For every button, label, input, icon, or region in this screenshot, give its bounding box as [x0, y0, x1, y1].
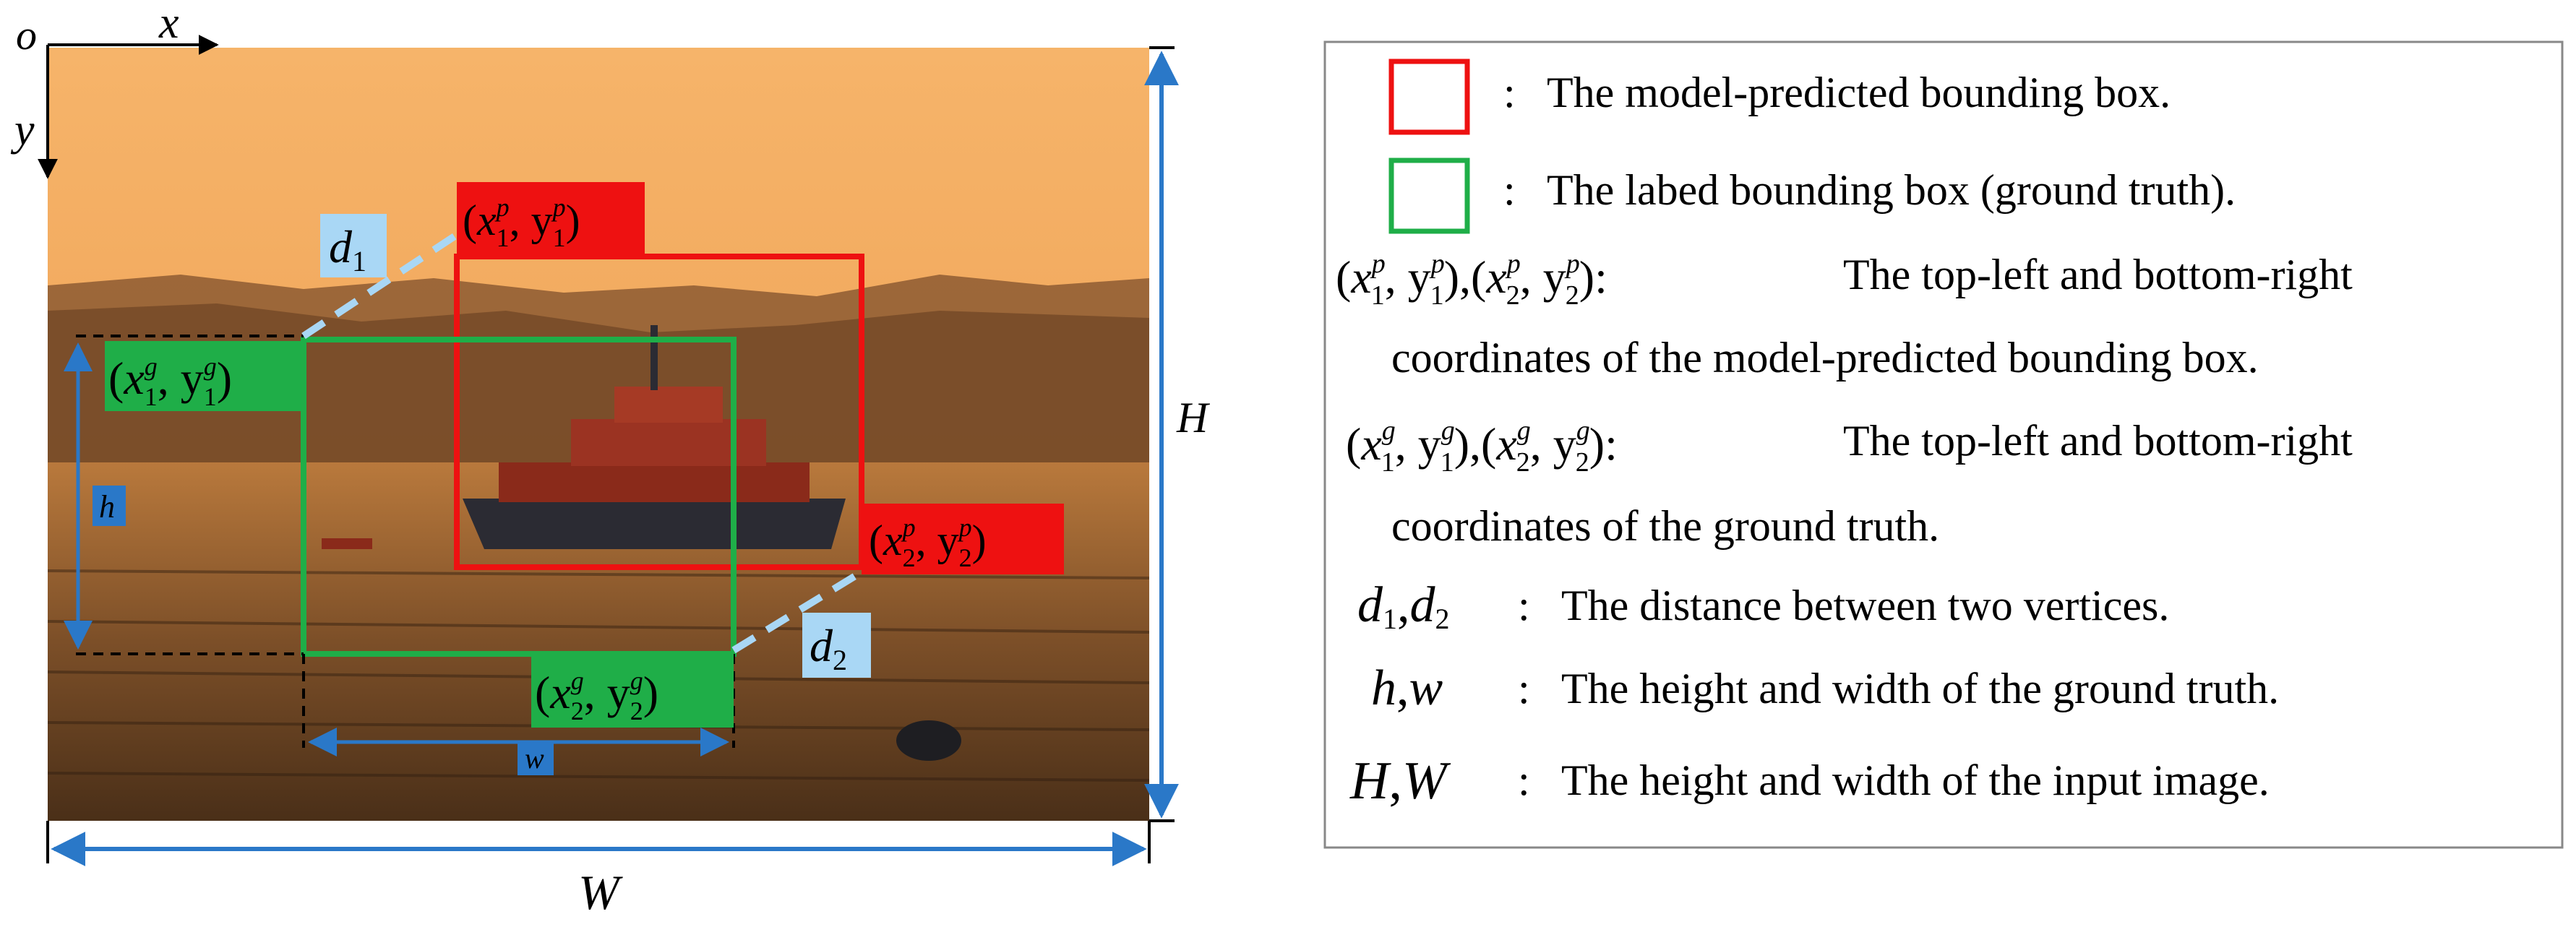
legend-HW-text: The height and width of the input image.: [1561, 756, 2270, 804]
gt-height-badge: [93, 486, 126, 526]
image-height-label: H: [1176, 394, 1211, 441]
x-axis-label: x: [158, 0, 179, 48]
coordinate-axes: o x y: [10, 0, 219, 179]
gt-width-badge: [518, 742, 554, 775]
gt-width-label: w: [525, 742, 544, 775]
d1-badge: [320, 214, 387, 277]
small-boat-icon: [322, 538, 372, 549]
legend-d-text: The distance between two vertices.: [1561, 582, 2169, 629]
legend-coords-p-text: The top-left and bottom-right: [1843, 251, 2353, 298]
legend-gt-colon: :: [1503, 166, 1516, 214]
d1-label: d1: [329, 221, 366, 277]
legend-coords-p-text2: coordinates of the model-predicted bound…: [1391, 334, 2259, 381]
legend-gt-swatch: [1388, 158, 1470, 234]
y-axis-label: y: [10, 105, 35, 155]
legend-hw-text: The height and width of the ground truth…: [1561, 665, 2279, 712]
legend-border: [1323, 40, 2564, 849]
origin-label: o: [16, 12, 37, 59]
svg-text:(xp2, yp2): (xp2, yp2): [869, 513, 987, 572]
legend-panel: : The model-predicted bounding box. : Th…: [1323, 40, 2564, 849]
legend-gt-text: The labed bounding box (ground truth).: [1547, 166, 2236, 214]
legend-hw-symbol: h,w: [1371, 660, 1443, 716]
legend-d-symbol: d1,d2: [1357, 577, 1450, 635]
legend-predicted-text: The model-predicted bounding box.: [1547, 69, 2171, 116]
d2-label: d2: [810, 620, 847, 676]
predicted-bounding-box: [454, 254, 864, 570]
legend-coords-g-text: The top-left and bottom-right: [1843, 417, 2353, 465]
buoy-icon: [896, 720, 961, 761]
distance-d1-line: [301, 231, 459, 340]
ground-truth-bounding-box: [301, 337, 737, 657]
hills-near: [48, 303, 1149, 470]
legend-d-colon: :: [1518, 582, 1530, 629]
legend-coords-g-text2: coordinates of the ground truth.: [1391, 502, 1939, 550]
legend-HW-symbol: H,W: [1349, 751, 1451, 811]
input-image: [47, 48, 1150, 821]
d2-badge: [802, 613, 871, 678]
image-width-label: W: [578, 865, 623, 920]
distance-d2-line: [731, 567, 866, 654]
legend-hw-colon: :: [1518, 665, 1530, 712]
legend-predicted-swatch: [1388, 59, 1470, 135]
legend-predicted-colon: :: [1503, 69, 1516, 116]
gt-height-label: h: [99, 489, 115, 525]
legend-HW-colon: :: [1518, 756, 1530, 804]
